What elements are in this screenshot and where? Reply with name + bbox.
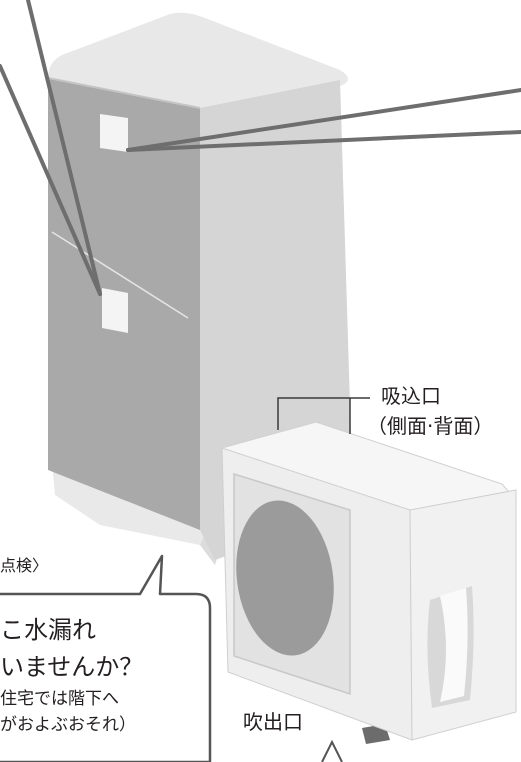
tank-seam-line (51, 231, 189, 319)
bubble-header-text: 点検〉 (0, 556, 49, 575)
lower-sticker (102, 288, 128, 333)
inlet-sublabel: （側面·背面） (367, 414, 494, 438)
speech-bubble (0, 554, 212, 762)
bubble-question-line1: こ水漏れ (0, 616, 96, 644)
bubble-note-line2: がおよぶおそれ） (0, 715, 136, 735)
bubble-question-line2: いませんか？ (0, 653, 144, 681)
inlet-label: 吸込口 (381, 384, 441, 408)
fan-outlet-circle (236, 500, 334, 656)
outlet-label: 吹出口 (243, 710, 303, 734)
leader-lines (0, 0, 521, 296)
outlet-pointer (321, 739, 343, 762)
upper-sticker (100, 114, 128, 152)
inlet-bracket (277, 397, 370, 434)
storage-tank-unit (47, 12, 352, 560)
heat-pump-outdoor-unit (221, 421, 517, 744)
bubble-note-line1: 住宅では階下へ (0, 689, 119, 709)
